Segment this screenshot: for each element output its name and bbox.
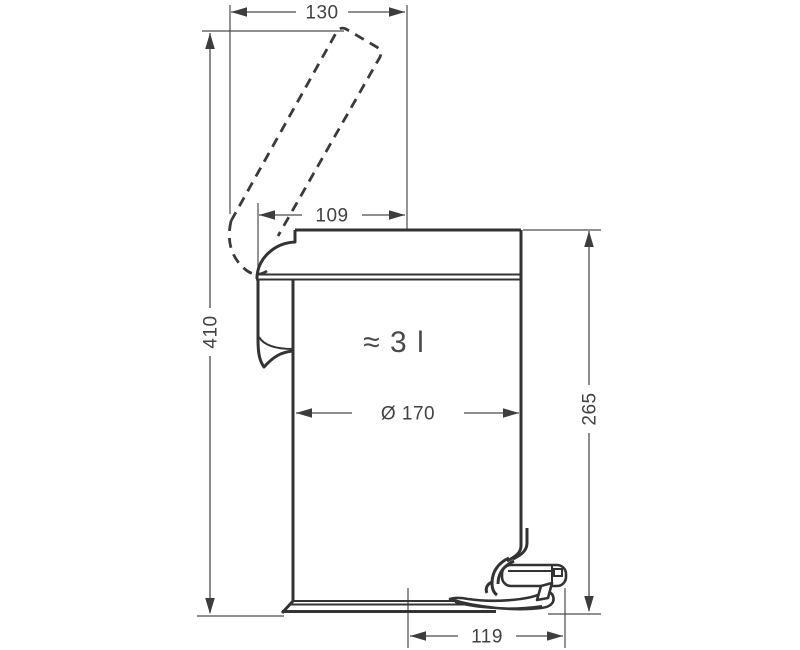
dim-label-265: 265 bbox=[580, 392, 601, 425]
dim-119-text-mask bbox=[458, 626, 516, 646]
pedal-support-hook bbox=[484, 580, 493, 594]
dimension-open-lid-width: 130 bbox=[231, 2, 405, 24]
arrow-right-icon bbox=[547, 631, 563, 641]
lid-front-bulge bbox=[255, 230, 297, 279]
hinge-bracket-inner-curve bbox=[258, 336, 294, 350]
arrow-right-icon bbox=[389, 210, 405, 220]
dim-label-170: Ø 170 bbox=[381, 404, 435, 425]
open-lid-bottom-curve bbox=[227, 220, 268, 276]
pedal-foot-inner-curve bbox=[454, 601, 543, 610]
arrow-down-icon bbox=[205, 598, 215, 614]
bin-body bbox=[255, 228, 523, 615]
dim-label-410: 410 bbox=[201, 315, 222, 348]
arrow-left-icon bbox=[410, 631, 426, 641]
dim-265-text-mask bbox=[577, 385, 601, 433]
pedal-mechanism bbox=[448, 528, 568, 611]
dim-109-text-mask bbox=[302, 205, 362, 225]
dimension-total-height: 410 bbox=[198, 33, 222, 614]
dim-label-119: 119 bbox=[471, 627, 503, 648]
dim-label-109: 109 bbox=[315, 206, 348, 227]
arrow-up-icon bbox=[205, 33, 215, 49]
open-lid-sides bbox=[229, 26, 383, 237]
hinge-bracket bbox=[256, 280, 294, 369]
dimension-body-height: 265 bbox=[577, 231, 601, 612]
pedal-slot bbox=[535, 581, 554, 602]
arrow-left-icon bbox=[296, 408, 312, 418]
dimension-pedal-depth: 119 bbox=[410, 626, 563, 648]
arrow-up-icon bbox=[584, 231, 594, 247]
arrow-left-icon bbox=[231, 7, 247, 17]
dim-label-130: 130 bbox=[305, 3, 338, 24]
capacity-label: ≈ 3 l bbox=[363, 326, 424, 359]
dim-410-text-mask bbox=[198, 308, 222, 356]
arrow-right-icon bbox=[389, 7, 405, 17]
open-lid-dashed-outline bbox=[227, 26, 383, 276]
dim-130-text-mask bbox=[296, 2, 348, 22]
dimension-top-depth: 109 bbox=[259, 205, 405, 227]
dim-170-text-mask bbox=[352, 403, 464, 423]
dimension-body-diameter: Ø 170 bbox=[296, 403, 519, 425]
pedal-lever-inner bbox=[506, 545, 523, 563]
dimensions: 130 109 410 265 bbox=[198, 2, 601, 648]
arrow-left-icon bbox=[259, 210, 275, 220]
arrow-right-icon bbox=[503, 408, 519, 418]
pedal-bar-endcap-notch bbox=[553, 568, 563, 577]
pedal-lever-outer bbox=[512, 528, 529, 561]
extension-lines bbox=[197, 5, 601, 648]
arrow-down-icon bbox=[584, 596, 594, 612]
